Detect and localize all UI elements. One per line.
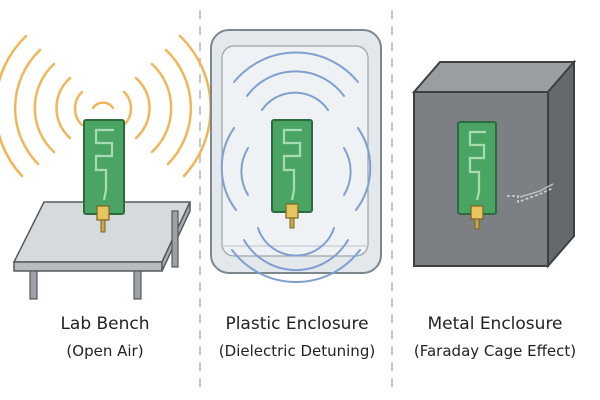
panel-2-title: Plastic Enclosure xyxy=(225,314,369,334)
panel-3-title: Metal Enclosure xyxy=(427,314,563,334)
panel-2-subtitle: (Dielectric Detuning) xyxy=(218,342,376,360)
pcb-antenna-plastic xyxy=(271,119,313,229)
panel-3-subtitle: (Faraday Cage Effect) xyxy=(413,342,577,360)
panel-1-subtitle: (Open Air) xyxy=(66,342,144,360)
panel-1-title: Lab Bench xyxy=(60,314,150,334)
lab-bench-table xyxy=(12,201,192,300)
pcb-antenna-lab xyxy=(83,119,125,233)
pcb-antenna-metal xyxy=(457,121,497,230)
radio-waves-plastic xyxy=(220,51,372,283)
